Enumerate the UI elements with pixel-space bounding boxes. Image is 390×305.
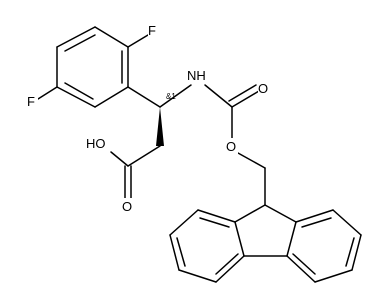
bond-fl-l-double-2: [176, 237, 186, 267]
bond-ch2-cooh: [127, 145, 161, 167]
bond-o-ch2: [237, 152, 266, 169]
atom-label-nh: NH: [187, 68, 206, 83]
atom-label-o-ester: O: [226, 139, 236, 154]
wedge-bond: [156, 107, 164, 146]
bond-ring-a-1: [56, 26, 96, 48]
bond-fl-l-3: [169, 234, 180, 271]
atom-label-f-top: F: [148, 23, 156, 38]
bond-fl-c9-right: [264, 204, 297, 223]
bond-ring-a-double-1: [64, 34, 96, 52]
bond-fl-r-3: [351, 234, 362, 271]
atom-label-o-carbonyl: O: [258, 81, 268, 96]
bond-fl-l-double-3: [215, 253, 239, 275]
bond-fl-5ring-right: [286, 221, 297, 257]
bond-fl-l-4: [178, 269, 217, 283]
bond-n-carbonyl: [204, 84, 233, 108]
bond-fl-r-double-1: [301, 217, 332, 228]
atom-label-o-acid: O: [122, 199, 132, 214]
bond-ring-a-double-3: [64, 82, 94, 100]
bond-c-f-top: [127, 34, 149, 48]
bond-c-f-left: [37, 86, 58, 100]
bond-c-oh: [110, 151, 129, 167]
bond-ring-a-4: [94, 86, 129, 108]
bond-ring-to-chiral: [127, 86, 161, 108]
bond-fl-r-double-3: [292, 253, 316, 275]
atom-label-ho: HO: [86, 136, 106, 151]
bond-fl-c9-left: [234, 204, 266, 223]
bond-fl-5ring-left: [234, 221, 245, 257]
bond-fl-l-5: [215, 255, 245, 283]
bond-fl-r-2: [332, 209, 362, 236]
atom-label-f-left: F: [27, 94, 35, 109]
bond-fl-r-double-2: [345, 237, 355, 267]
bond-carbonyl-double: [231, 90, 260, 108]
bond-fl-r-4: [314, 269, 353, 283]
stereo-label: &1: [166, 92, 176, 101]
bond-ring-a-5: [56, 86, 96, 108]
bond-fl-r-1: [295, 209, 334, 223]
bond-carbonyl-double-2: [228, 84, 257, 102]
bond-chiral-n: [159, 84, 192, 108]
bond-fl-r-5: [286, 255, 316, 283]
bond-fl-l-double-1: [199, 217, 230, 228]
bond-ring-a-2: [94, 26, 129, 48]
bond-fl-l-2: [169, 209, 199, 236]
bond-fl-l-1: [197, 209, 236, 223]
